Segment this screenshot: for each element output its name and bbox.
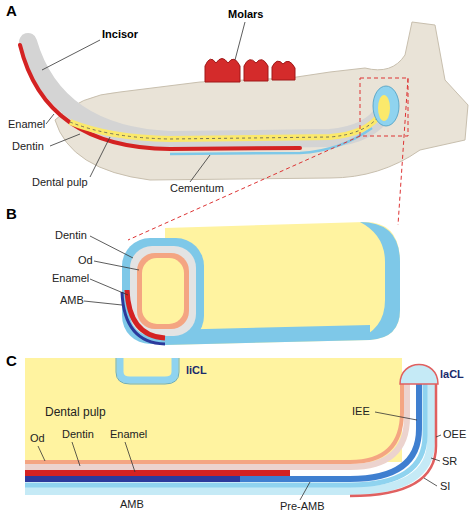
part-label: Od bbox=[30, 432, 45, 445]
epithelium-section bbox=[122, 238, 204, 344]
incisor-dentin bbox=[28, 42, 385, 140]
si-layer bbox=[25, 382, 425, 485]
pulp-midline bbox=[70, 112, 382, 139]
part-label: Molars bbox=[228, 8, 263, 21]
part-label: Od bbox=[78, 254, 93, 267]
part-label: SR bbox=[442, 455, 457, 468]
part-label: Dental pulp bbox=[45, 405, 106, 419]
leader-lines bbox=[42, 22, 245, 182]
molar bbox=[244, 60, 268, 81]
part-label: SI bbox=[440, 480, 450, 493]
lingual-loop-edge bbox=[116, 358, 179, 384]
incisor-enamel bbox=[20, 45, 300, 149]
part-label: Dental pulp bbox=[32, 176, 88, 189]
incisor-pulp bbox=[70, 112, 382, 139]
part-label: IEE bbox=[352, 405, 370, 418]
part-label: Enamel bbox=[110, 428, 147, 441]
part-label: AMB bbox=[60, 294, 84, 307]
leader-lines bbox=[84, 236, 139, 305]
odontoblast-section bbox=[137, 253, 189, 329]
part-label: AMB bbox=[120, 498, 144, 511]
loop-tip bbox=[400, 365, 438, 385]
part-label: A bbox=[6, 2, 17, 19]
outer-epithelium bbox=[25, 382, 431, 491]
part-label: liCL bbox=[186, 364, 207, 377]
molar bbox=[205, 59, 240, 83]
enamel-layer bbox=[25, 470, 290, 476]
dental-pulp bbox=[25, 358, 402, 462]
part-label: Dentin bbox=[62, 428, 94, 441]
part-label: Cementum bbox=[170, 182, 224, 195]
zoom-line bbox=[398, 78, 408, 225]
ameloblast-layer bbox=[25, 476, 240, 482]
part-label: B bbox=[6, 205, 17, 222]
root-loop bbox=[373, 86, 399, 126]
part-label: C bbox=[6, 352, 17, 369]
zoom-box bbox=[360, 78, 408, 136]
lingual-loop bbox=[120, 358, 175, 380]
cervical-loop bbox=[355, 222, 400, 340]
part-label: Pre-AMB bbox=[280, 500, 325, 513]
ameloblast-section bbox=[122, 292, 165, 344]
dentin-layer bbox=[25, 382, 407, 467]
dentin-section bbox=[130, 246, 196, 336]
part-label: Dentin bbox=[12, 140, 44, 153]
pulp-section bbox=[142, 258, 184, 324]
part-label: laCL bbox=[440, 368, 464, 381]
leader-lines bbox=[38, 412, 441, 500]
part-label: Incisor bbox=[102, 28, 138, 41]
part-label: Enamel bbox=[52, 272, 89, 285]
part-label: OEE bbox=[443, 428, 466, 441]
part-label: Dentin bbox=[55, 229, 87, 242]
molar bbox=[272, 61, 295, 80]
odontoblast-layer bbox=[25, 382, 402, 462]
part-label: Enamel bbox=[8, 118, 45, 131]
root-pulp bbox=[378, 95, 390, 121]
